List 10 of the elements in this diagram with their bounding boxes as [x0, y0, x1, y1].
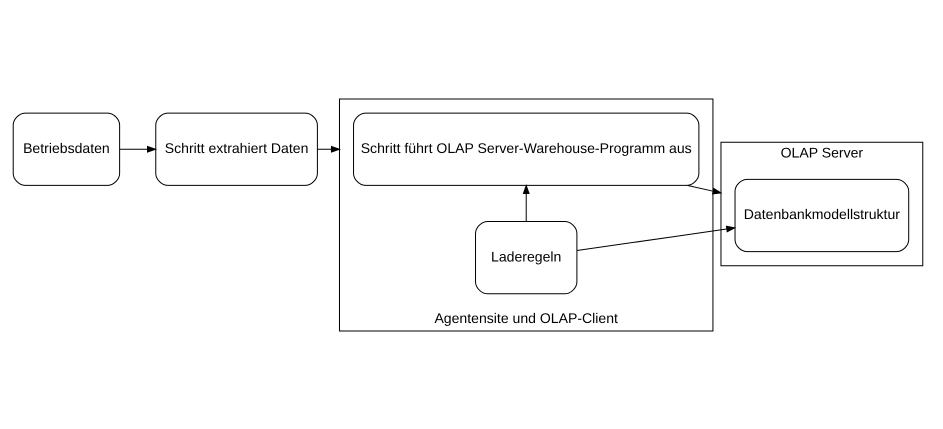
arrow: [522, 184, 530, 221]
arrow: [687, 184, 722, 194]
node-box: Datenbankmodellstruktur: [734, 178, 909, 252]
node-box: Schritt führt OLAP Server-Warehouse-Programm aus: [352, 112, 699, 186]
arrow: [317, 145, 340, 152]
node-box: Laderegeln: [474, 220, 577, 294]
node-box: Betriebsdaten: [12, 112, 120, 186]
arrow: [576, 225, 736, 251]
node-box: Schritt extrahiert Daten: [154, 112, 318, 186]
arrow: [119, 145, 157, 152]
